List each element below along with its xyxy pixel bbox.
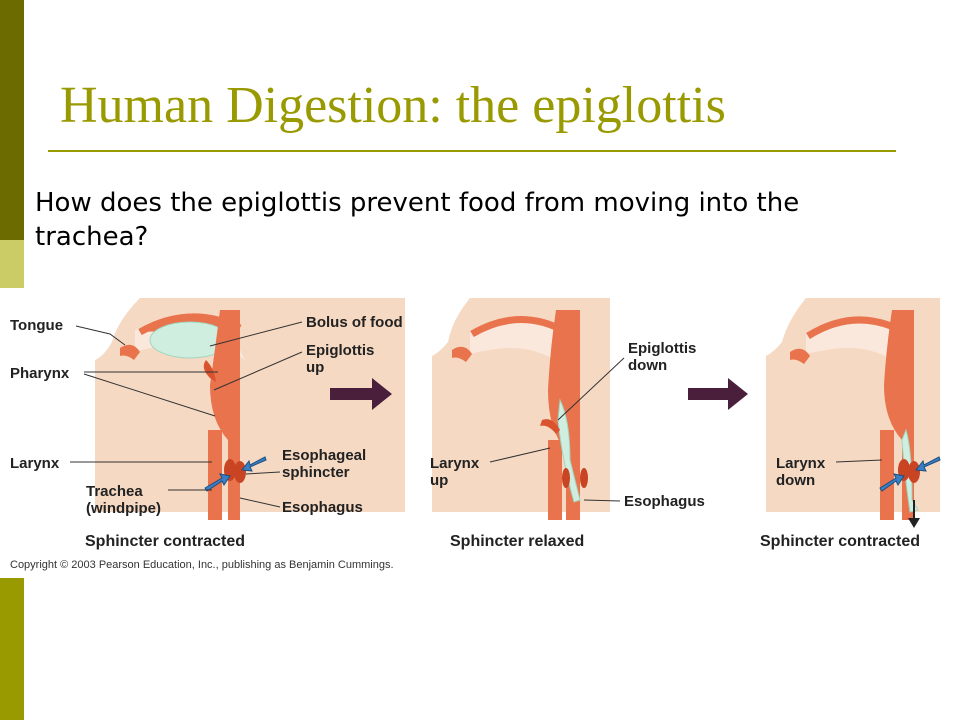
leader-pharynx-2 bbox=[83, 373, 216, 417]
panel-2-face-gap bbox=[432, 298, 470, 356]
label-trachea: Trachea bbox=[86, 483, 143, 500]
panel-3: Larynx down Sphincter contracted bbox=[760, 298, 941, 550]
slide-question: How does the epiglottis prevent food fro… bbox=[35, 188, 800, 252]
leader-larynx-p2 bbox=[489, 447, 551, 463]
leader-bolus bbox=[209, 321, 303, 347]
panel-1-tongue bbox=[120, 344, 140, 360]
side-bar-olive bbox=[0, 578, 24, 720]
panel-2-sphincter-left bbox=[562, 468, 570, 488]
panel-3-sphincter-right bbox=[908, 461, 920, 483]
leader-epiglottis-p1 bbox=[213, 351, 303, 391]
label-larynx: Larynx bbox=[10, 455, 60, 472]
side-bar-light bbox=[0, 240, 24, 288]
leader-epiglottis-p2 bbox=[557, 357, 625, 421]
caption-panel-2: Sphincter relaxed bbox=[450, 533, 584, 550]
panel-3-tongue bbox=[790, 348, 810, 364]
label-sphincter: sphincter bbox=[282, 464, 350, 481]
label-bolus: Bolus of food bbox=[306, 314, 403, 331]
label-larynx-up: up bbox=[430, 472, 448, 489]
panel-2-bolus bbox=[557, 398, 581, 503]
panel-2-oral-cavity bbox=[470, 320, 570, 370]
label-epiglottis-p1: Epiglottis bbox=[306, 342, 374, 359]
label-epiglottis-p2: Epiglottis bbox=[628, 340, 696, 357]
leader-esophagus-p2 bbox=[583, 499, 621, 502]
label-esophageal: Esophageal bbox=[282, 447, 366, 464]
panel-3-face-gap bbox=[766, 298, 806, 356]
label-windpipe: (windpipe) bbox=[86, 500, 161, 517]
panel-3-trachea bbox=[880, 430, 894, 520]
label-esophagus-p1: Esophagus bbox=[282, 499, 363, 516]
panel-2: Epiglottis down Larynx up Esophagus Sphi… bbox=[430, 298, 705, 550]
label-esophagus-p2: Esophagus bbox=[624, 493, 705, 510]
copyright-notice: Copyright © 2003 Pearson Education, Inc.… bbox=[10, 559, 394, 571]
transition-arrow-1 bbox=[330, 378, 392, 410]
label-tongue: Tongue bbox=[10, 317, 63, 334]
side-bar-dark bbox=[0, 0, 24, 240]
panel-1-trachea bbox=[208, 430, 222, 520]
caption-panel-1: Sphincter contracted bbox=[85, 533, 245, 550]
label-epiglottis-down: down bbox=[628, 357, 667, 374]
caption-panel-3: Sphincter contracted bbox=[760, 533, 920, 550]
panel-3-arrow-right bbox=[915, 456, 941, 472]
label-larynx-p2: Larynx bbox=[430, 455, 480, 472]
panel-3-oral-cavity bbox=[806, 320, 908, 370]
leader-sphincter bbox=[245, 471, 281, 475]
panel-1: Tongue Pharynx Larynx Trachea (windpipe)… bbox=[10, 298, 405, 550]
panel-1-sphincter-right bbox=[234, 461, 246, 483]
label-larynx-down: down bbox=[776, 472, 815, 489]
panel-3-arrow-left bbox=[879, 473, 905, 492]
leader-larynx-p3 bbox=[835, 459, 883, 463]
panel-1-face-gap bbox=[95, 298, 140, 360]
label-pharynx: Pharynx bbox=[10, 365, 70, 382]
leader-esophagus-p1 bbox=[239, 497, 281, 508]
panel-2-trachea bbox=[548, 440, 562, 520]
label-epiglottis-up: up bbox=[306, 359, 324, 376]
panel-2-tongue bbox=[452, 346, 472, 362]
slide-title: Human Digestion: the epiglottis bbox=[60, 77, 726, 134]
panel-1-epiglottis bbox=[203, 360, 216, 382]
transition-arrow-2 bbox=[688, 378, 748, 410]
title-underline bbox=[48, 150, 896, 152]
panel-2-epiglottis bbox=[540, 419, 560, 434]
panel-1-arrow-right bbox=[241, 456, 267, 472]
label-larynx-p3: Larynx bbox=[776, 455, 826, 472]
panel-3-down-arrow-head bbox=[908, 518, 920, 528]
leader-tongue bbox=[75, 325, 126, 346]
panel-2-sphincter-right bbox=[580, 468, 588, 488]
panel-1-arrow-left bbox=[204, 473, 231, 492]
epiglottis-diagram: Tongue Pharynx Larynx Trachea (windpipe)… bbox=[10, 298, 941, 571]
